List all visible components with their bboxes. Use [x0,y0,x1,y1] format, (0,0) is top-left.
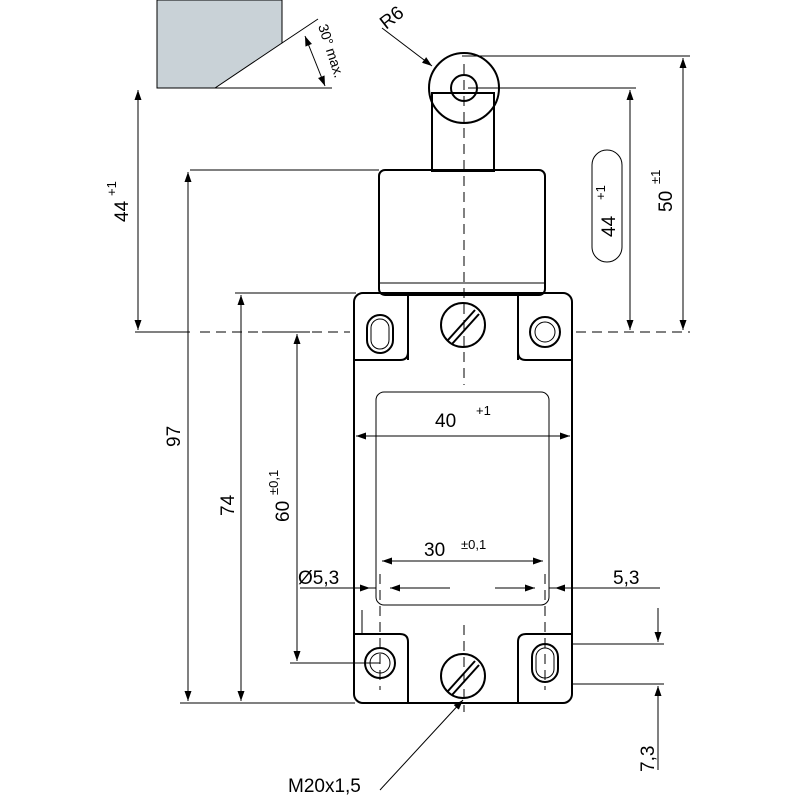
mount-vertical-value: 60 [273,501,294,522]
width-40-tol: +1 [476,403,491,418]
height-97-label: 97 [164,426,185,447]
height-74-label: 74 [218,494,239,516]
switch-head [190,169,546,296]
hole-offset-label: 5,3 [613,568,639,589]
angle-label: 30° max. [315,22,347,80]
roller-total-tol: ±1 [648,170,663,184]
roller-actuator: R6 [376,2,690,172]
actuator-height-left-value: 44 [112,200,133,222]
right-dimensions: 44 +1 50 ±1 7,3 [572,58,687,772]
thread-callout: M20x1,5 [288,699,464,797]
mounting-holes [364,314,561,683]
screws [440,302,486,699]
center-lines [135,64,690,712]
stop-block: 30° max. [156,0,347,89]
mount-horizontal-value: 30 [424,540,445,561]
actuator-height-right-tol: +1 [593,185,608,200]
mount-horizontal-tol: ±0,1 [461,537,486,552]
hole-diameter-label: Ø5,3 [298,568,339,589]
actuator-height-right-value: 44 [599,215,620,237]
width-40-value: 40 [435,411,456,432]
left-dimensions: 44 +1 97 74 60 ±0,1 [104,90,380,704]
roller-total-value: 50 [656,191,677,212]
thread-label: M20x1,5 [288,776,361,797]
mount-vertical-tol: ±0,1 [266,470,281,495]
switch-body [352,292,574,704]
horizontal-dimensions: 40 +1 30 ±0,1 Ø5,3 5,3 [298,403,660,592]
bottom-offset-label: 7,3 [638,746,659,772]
radius-label: R6 [376,2,408,34]
actuator-height-left-tol: +1 [104,181,119,196]
